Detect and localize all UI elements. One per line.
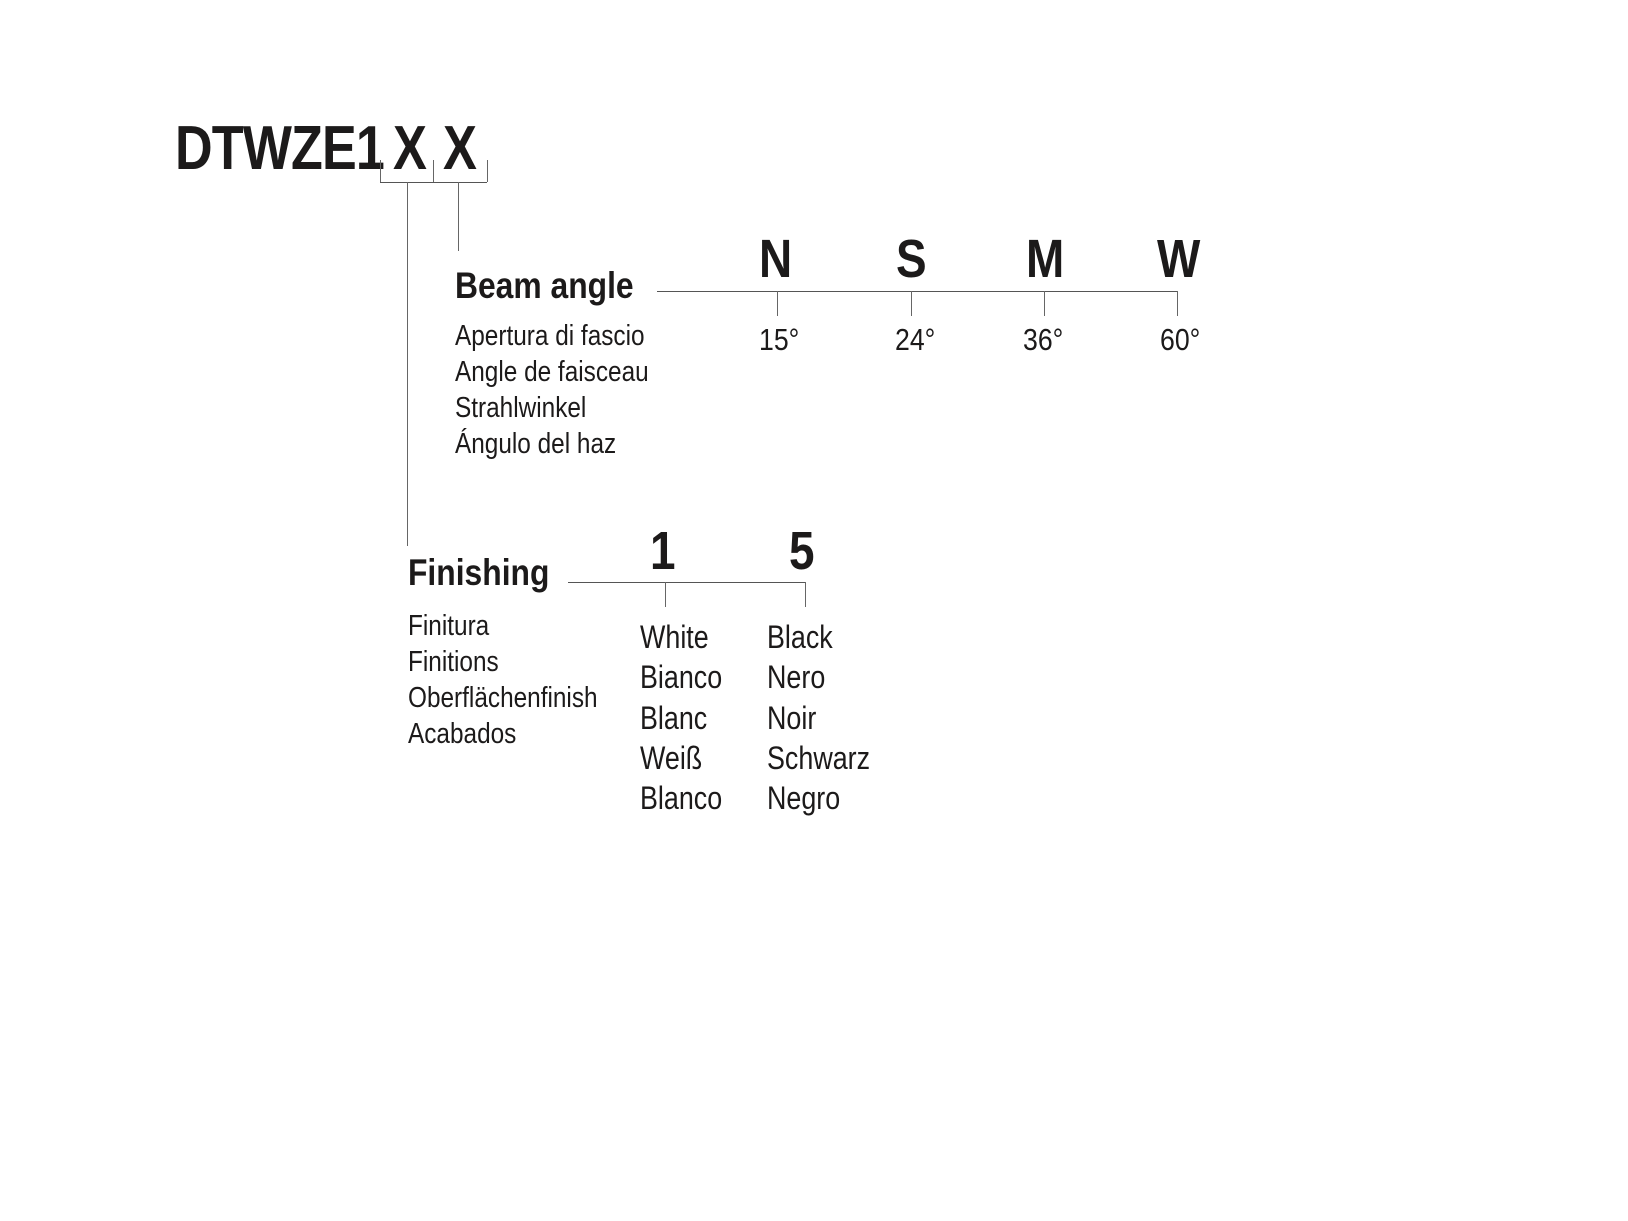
finishing-connector [407, 182, 408, 546]
name-en: White [640, 619, 709, 655]
tick-s [911, 291, 912, 316]
option-code-1: 1 [650, 521, 676, 581]
translation-fr: Finitions [408, 646, 499, 678]
option-code-n: N [759, 229, 793, 289]
name-de: Weiß [640, 739, 703, 776]
tick-n [777, 291, 778, 316]
translation-es: Acabados [408, 718, 517, 750]
name-fr: Noir [767, 699, 817, 736]
beam-angle-translations: Apertura di fascio Angle de faisceau Str… [455, 318, 686, 462]
translation-es: Ángulo del haz [455, 428, 617, 460]
option-value-w: 60° [1160, 322, 1201, 357]
tick-m [1044, 291, 1045, 316]
option-code-w: W [1157, 229, 1201, 289]
name-it: Nero [767, 659, 826, 696]
option-value-s: 24° [895, 322, 936, 357]
beam-angle-placeholder: X [443, 114, 477, 183]
translation-fr: Angle de faisceau [455, 356, 649, 388]
option-code-5: 5 [789, 521, 815, 581]
name-en: Black [767, 619, 833, 655]
finishing-translations: Finitura Finitions Oberflächenfinish Aca… [408, 608, 634, 752]
tick-1 [665, 582, 666, 607]
option-code-s: S [896, 229, 927, 289]
option-names-1: White Bianco Blanc Weiß Blanco [640, 617, 738, 818]
name-de: Schwarz [767, 739, 871, 776]
beam-angle-connector [458, 182, 459, 251]
translation-it: Finitura [408, 610, 490, 642]
name-es: Blanco [640, 780, 723, 817]
beam-angle-title: Beam angle [455, 265, 634, 306]
translation-de: Oberflächenfinish [408, 682, 598, 714]
translation-de: Strahlwinkel [455, 392, 587, 424]
product-code-prefix: DTWZE1 [175, 114, 385, 183]
option-code-m: M [1026, 229, 1065, 289]
option-value-n: 15° [759, 322, 800, 357]
finishing-title: Finishing [408, 552, 550, 593]
tick-5 [805, 582, 806, 607]
translation-it: Apertura di fascio [455, 320, 645, 352]
option-value-m: 36° [1023, 322, 1064, 357]
name-fr: Blanc [640, 699, 708, 736]
beam-angle-axis [657, 291, 1178, 292]
option-names-5: Black Nero Noir Schwarz Negro [767, 617, 890, 818]
name-es: Negro [767, 780, 841, 817]
name-it: Bianco [640, 659, 723, 696]
finishing-placeholder: X [393, 114, 427, 183]
tick-w [1177, 291, 1178, 316]
finishing-axis [568, 582, 806, 583]
